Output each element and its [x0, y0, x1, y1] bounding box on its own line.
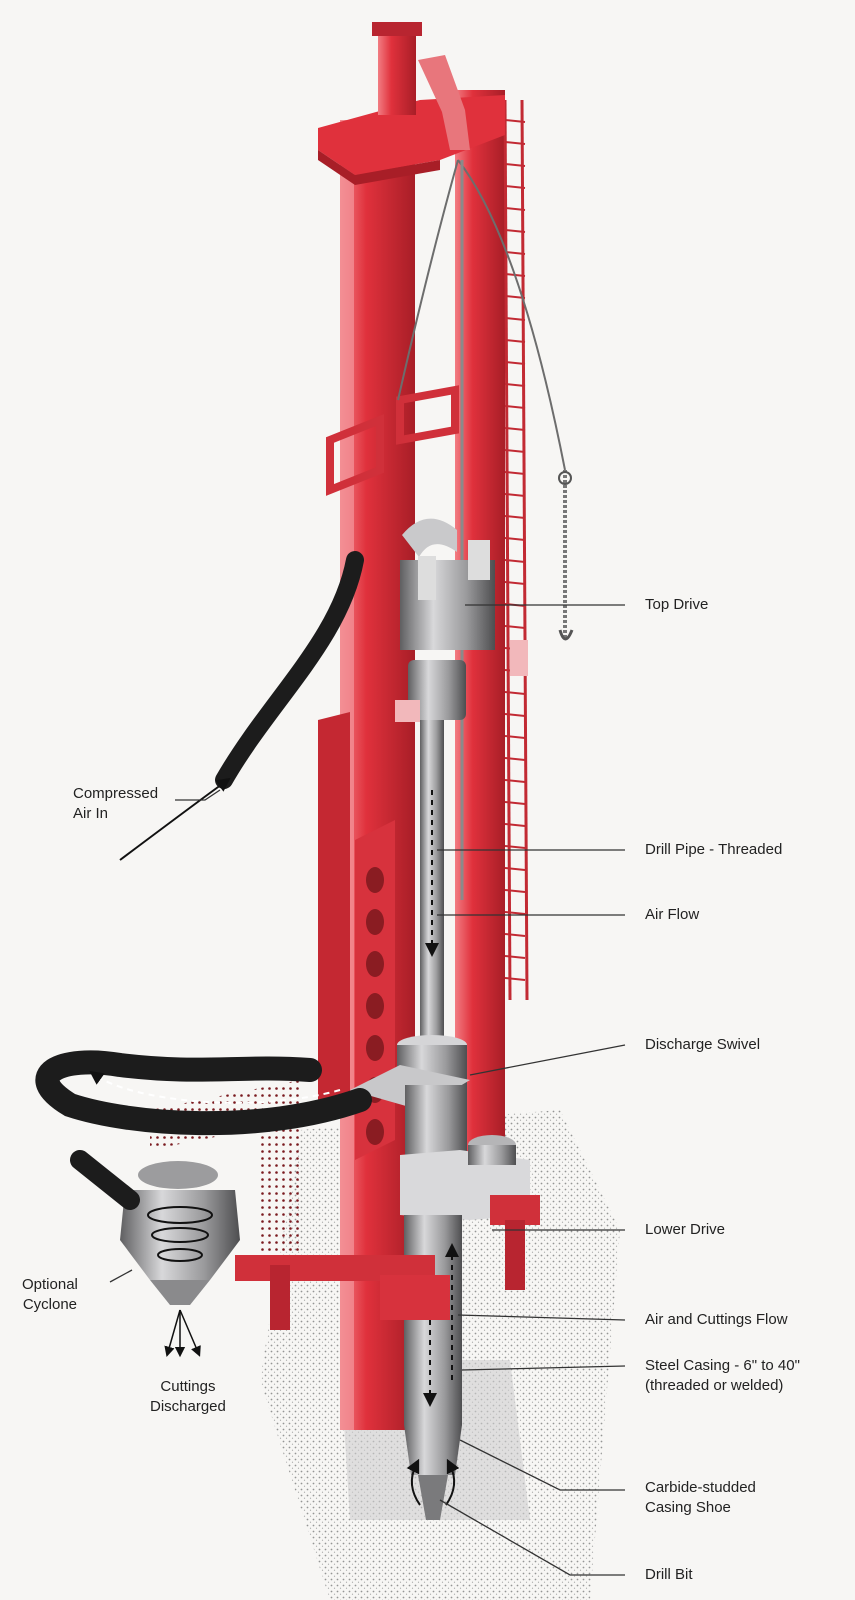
- label-optional-cyclone-line1: Optional: [22, 1276, 78, 1293]
- ladder-rung: [504, 405, 526, 409]
- ladder-rung: [504, 823, 526, 827]
- ladder-rung: [504, 757, 526, 761]
- ladder-rung: [504, 229, 526, 233]
- label-optional-cyclone-line2: Cyclone: [22, 1296, 78, 1313]
- label-cuttings-discharged: Cuttings Discharged: [150, 1377, 226, 1417]
- label-casing-shoe: Carbide-studded Casing Shoe: [645, 1478, 756, 1518]
- label-compressed-air-line1: Compressed: [73, 785, 159, 802]
- label-air-cuttings-flow: Air and Cuttings Flow: [645, 1311, 788, 1328]
- ladder-rung: [504, 779, 526, 783]
- ladder-rung: [504, 251, 526, 255]
- wire-rope: [397, 159, 567, 900]
- cylinder-hole: [366, 1035, 384, 1061]
- cyclone-icon: [70, 1150, 240, 1358]
- cylinder-hole: [366, 993, 384, 1019]
- cylinder-hole: [366, 867, 384, 893]
- ladder-rung: [504, 141, 526, 145]
- discharge-hose: [35, 1050, 372, 1136]
- ladder-rung: [504, 867, 526, 871]
- ladder-rung: [504, 911, 526, 915]
- label-steel-casing-line1: Steel Casing - 6" to 40": [645, 1357, 800, 1374]
- drill-bit: [406, 1458, 460, 1520]
- label-cuttings-discharged-line2: Discharged: [150, 1398, 226, 1415]
- ladder-rung: [504, 559, 526, 563]
- ladder-rung: [504, 427, 526, 431]
- ladder-rung: [504, 735, 526, 739]
- ladder-rung: [504, 163, 526, 167]
- ladder-rung: [504, 889, 526, 893]
- cylinder-hole: [366, 951, 384, 977]
- label-drill-pipe: Drill Pipe - Threaded: [645, 841, 783, 858]
- label-top-drive: Top Drive: [645, 596, 709, 613]
- compressed-air-arrow-icon: [119, 777, 231, 861]
- ladder-rung: [504, 339, 526, 343]
- cylinder-hole: [366, 1119, 384, 1145]
- ladder-rung: [504, 977, 526, 981]
- ladder-rung: [504, 383, 526, 387]
- ladder-rung: [504, 713, 526, 717]
- label-air-flow: Air Flow: [645, 906, 700, 923]
- label-cuttings-discharged-line1: Cuttings: [160, 1378, 216, 1395]
- ladder-rung: [504, 361, 526, 365]
- ladder-rung: [504, 471, 526, 475]
- label-casing-shoe-line1: Carbide-studded: [645, 1479, 756, 1496]
- leader-lines: [109, 604, 626, 1576]
- ladder-rung: [504, 801, 526, 805]
- steel-casing: [404, 1215, 462, 1475]
- top-drive: [395, 518, 528, 722]
- label-steel-casing: Steel Casing - 6" to 40" (threaded or we…: [645, 1356, 800, 1396]
- ladder-rung: [504, 955, 526, 959]
- hose-icon: [215, 551, 364, 789]
- label-casing-shoe-line2: Casing Shoe: [645, 1499, 731, 1516]
- label-steel-casing-line2: (threaded or welded): [645, 1377, 784, 1394]
- label-discharge-swivel: Discharge Swivel: [645, 1036, 761, 1053]
- label-compressed-air: Compressed Air In: [73, 784, 158, 824]
- ladder-rung: [504, 317, 526, 321]
- ladder-rung: [504, 119, 526, 123]
- discharge-swivel: [350, 1035, 470, 1155]
- label-compressed-air-line2: Air In: [73, 805, 109, 822]
- label-optional-cyclone: Optional Cyclone: [22, 1275, 78, 1315]
- ladder-rung: [504, 933, 526, 937]
- ladder-rung: [504, 845, 526, 849]
- ladder-rung: [504, 207, 526, 211]
- label-drill-bit: Drill Bit: [645, 1566, 693, 1583]
- label-lower-drive: Lower Drive: [645, 1221, 726, 1238]
- ladder-rung: [504, 185, 526, 189]
- cylinder-hole: [366, 909, 384, 935]
- ladder-rung: [504, 625, 526, 629]
- ladder-rung: [504, 493, 526, 497]
- ladder-rung: [504, 691, 526, 695]
- ladder-rung: [504, 449, 526, 453]
- ladder-rung: [504, 515, 526, 519]
- ladder-rung: [504, 537, 526, 541]
- ladder-rung: [504, 581, 526, 585]
